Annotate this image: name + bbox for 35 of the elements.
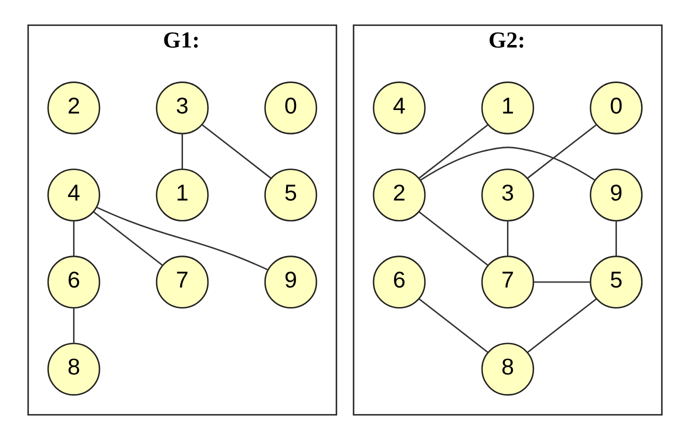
connector: [420, 146, 596, 181]
node-circle: 0: [590, 82, 643, 134]
node-circle: 5: [264, 168, 318, 222]
node-circle: 2: [372, 168, 426, 222]
node-circle: 3: [156, 82, 209, 134]
connector: [73, 220, 75, 256]
node-circle: 0: [264, 82, 318, 134]
connector: [96, 206, 268, 270]
node-circle: 4: [372, 82, 426, 134]
node-circle: 8: [47, 342, 100, 396]
connector: [615, 220, 617, 256]
connector: [93, 211, 163, 266]
connector: [182, 134, 183, 169]
node-circle: 1: [481, 82, 534, 134]
node-circle: 5: [590, 256, 643, 308]
node-circle: 7: [481, 256, 534, 308]
connector: [534, 281, 590, 283]
node-circle: 6: [47, 256, 100, 308]
connector: [527, 298, 597, 353]
node-circle: 9: [264, 256, 318, 308]
connector: [418, 124, 488, 179]
node-circle: 2: [47, 82, 100, 134]
connector: [527, 124, 597, 179]
node-circle: 3: [481, 168, 534, 222]
node-circle: 1: [156, 168, 209, 222]
node-circle: 8: [481, 342, 534, 396]
node-circle: 6: [372, 256, 426, 308]
node-circle: 4: [47, 168, 100, 222]
connector: [73, 308, 75, 344]
node-circle: 9: [590, 168, 643, 222]
connector: [418, 211, 488, 266]
connector: [418, 298, 488, 353]
connector: [202, 124, 272, 179]
connector: [507, 220, 508, 256]
node-circle: 7: [156, 256, 209, 308]
